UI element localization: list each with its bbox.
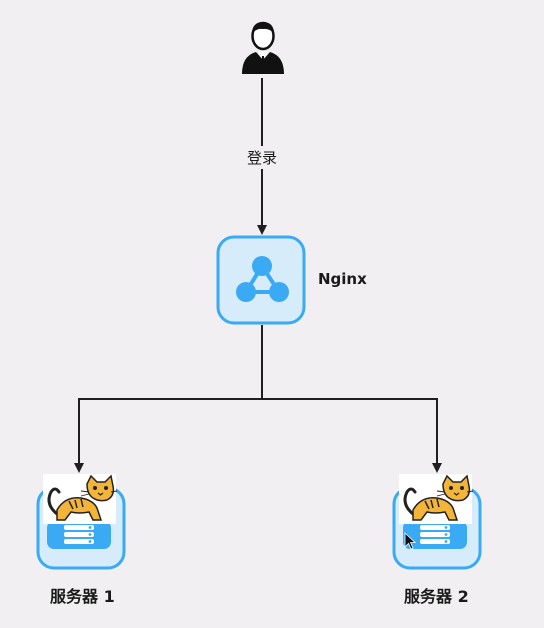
server-stack-icon: [47, 521, 111, 549]
server-1-label: 服务器 1: [50, 587, 115, 606]
user-icon: [242, 21, 284, 74]
nginx-node: [216, 235, 306, 325]
network-nodes-icon: [236, 256, 289, 302]
edge-label-login: 登录: [244, 146, 281, 169]
server-1-node: [36, 474, 126, 570]
nginx-label: Nginx: [318, 270, 367, 288]
mouse-cursor-icon: [404, 532, 417, 550]
server-2-label: 服务器 2: [404, 587, 469, 606]
server-stack-icon: [403, 521, 467, 549]
tomcat-cat-icon: [43, 474, 118, 524]
tomcat-cat-icon: [399, 474, 474, 524]
server-2-node: [392, 474, 482, 570]
